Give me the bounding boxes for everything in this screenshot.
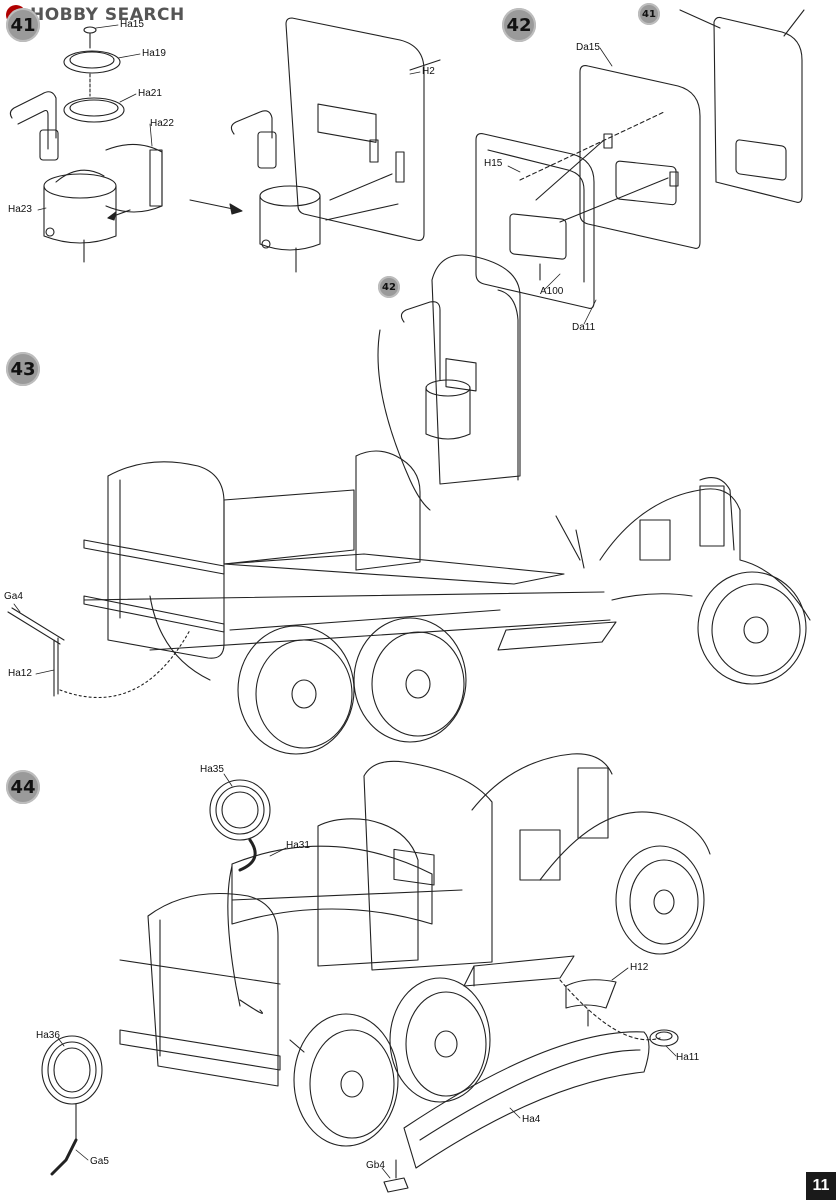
part-label-ha19: Ha19 xyxy=(142,48,166,59)
step-41-reference-panel xyxy=(680,10,804,202)
step-41-panel-h2 xyxy=(231,18,440,272)
part-label-ha4: Ha4 xyxy=(522,1114,541,1125)
step-42-reference-badge: 42 xyxy=(378,276,400,298)
step-44-truck-assembly xyxy=(42,754,710,1192)
part-label-h15: H15 xyxy=(484,158,503,169)
leader-lines xyxy=(14,25,676,1178)
part-label-h12: H12 xyxy=(630,962,649,973)
part-label-ha23: Ha23 xyxy=(8,204,32,215)
part-label-ha15: Ha15 xyxy=(120,19,144,30)
part-label-ga5: Ga5 xyxy=(90,1156,109,1167)
part-label-da15: Da15 xyxy=(576,42,600,53)
part-label-ga4: Ga4 xyxy=(4,591,23,602)
step-41-reference-badge: 41 xyxy=(638,3,660,25)
part-label-ha35: Ha35 xyxy=(200,764,224,775)
part-label-h2: H2 xyxy=(422,66,435,77)
part-label-ha36: Ha36 xyxy=(36,1030,60,1041)
part-label-gb4: Gb4 xyxy=(366,1160,385,1171)
part-label-ha31: Ha31 xyxy=(286,840,310,851)
step-41-filter-exploded xyxy=(10,27,242,262)
step-43-badge: 43 xyxy=(6,352,40,386)
part-label-ha12: Ha12 xyxy=(8,668,32,679)
watermark-text: HOBBY SEARCH xyxy=(30,5,185,25)
part-label-ha21: Ha21 xyxy=(138,88,162,99)
part-label-ha22: Ha22 xyxy=(150,118,174,129)
part-label-ha11: Ha11 xyxy=(676,1052,700,1063)
step-42-badge: 42 xyxy=(502,8,536,42)
step-42-door-exploded xyxy=(476,66,700,309)
step-41-badge: 41 xyxy=(6,8,40,42)
part-label-a100: A100 xyxy=(540,286,564,297)
step-43-truck-chassis xyxy=(8,255,810,754)
step-44-badge: 44 xyxy=(6,770,40,804)
part-label-da11: Da11 xyxy=(572,322,596,333)
page-number: 11 xyxy=(806,1172,836,1200)
